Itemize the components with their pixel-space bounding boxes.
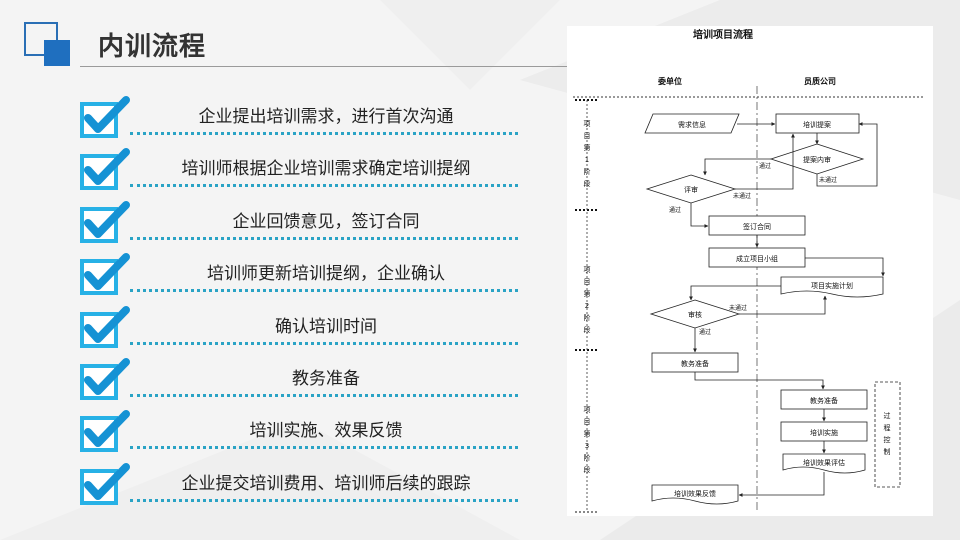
svg-text:控: 控 (884, 435, 891, 444)
title-divider (80, 66, 906, 67)
step-underline (130, 393, 518, 397)
svg-text:段: 段 (584, 465, 591, 474)
svg-text:目: 目 (584, 418, 591, 426)
edge-label-pass: 通过 (759, 162, 771, 170)
svg-text:阶: 阶 (584, 313, 591, 322)
svg-text:签订合同: 签订合同 (743, 222, 771, 231)
step-underline (130, 446, 518, 450)
node-academic-prep-left: 教务准备 (651, 352, 739, 373)
svg-text:第: 第 (584, 429, 591, 438)
svg-text:第: 第 (584, 143, 591, 152)
step-text: 企业提交培训费用、培训师后续的跟踪 (181, 473, 471, 494)
svg-text:程: 程 (884, 423, 891, 432)
checkbox-check-icon (80, 200, 130, 243)
step-underline (130, 236, 518, 240)
step-underline (130, 498, 518, 502)
step-item: 企业回馈意见，签订合同 (80, 197, 520, 249)
svg-text:评审: 评审 (684, 185, 698, 194)
node-academic-prep-right: 教务准备 (780, 389, 868, 410)
process-control-box: 过 程 控 制 (874, 381, 901, 488)
step-underline (130, 184, 518, 188)
step-underline (130, 132, 518, 135)
lane-label-right: 员质公司 (804, 76, 836, 86)
phase-1-label: 项 目 第 1 阶 段 (584, 120, 591, 188)
svg-text:过: 过 (884, 411, 891, 420)
svg-text:段: 段 (584, 325, 591, 334)
step-text: 企业提出培训需求，进行首次沟通 (198, 107, 454, 127)
edge-label-pass: 通过 (699, 328, 711, 336)
svg-text:项: 项 (584, 406, 591, 414)
checkbox-check-icon (80, 305, 130, 348)
svg-text:制: 制 (884, 447, 891, 456)
svg-text:培训效果反馈: 培训效果反馈 (674, 489, 716, 498)
checkbox-check-icon (80, 148, 130, 191)
step-item: 培训实施、效果反馈 (80, 406, 520, 458)
svg-text:阶: 阶 (584, 453, 591, 462)
checkbox-check-icon (80, 253, 130, 296)
step-list: 企业提出培训需求，进行首次沟通 培训师根据企业培训需求确定培训提纲 企业回馈意见… (80, 92, 520, 511)
step-text: 确认培训时间 (275, 316, 377, 337)
logo-square-filled (44, 40, 70, 66)
svg-text:段: 段 (584, 179, 591, 188)
svg-text:第: 第 (584, 289, 591, 298)
flowchart-background (567, 26, 933, 516)
svg-text:项: 项 (584, 120, 591, 128)
svg-text:2: 2 (585, 302, 589, 310)
logo-square-outline (24, 22, 58, 56)
node-training-implementation: 培训实施 (780, 421, 868, 442)
node-sign-contract: 签订合同 (708, 215, 806, 236)
edge-label-fail: 未通过 (819, 176, 837, 184)
node-form-project-team: 成立项目小组 (708, 247, 806, 268)
step-text: 培训师更新培训提纲，企业确认 (207, 264, 445, 285)
svg-text:培训效果评估: 培训效果评估 (803, 458, 845, 467)
svg-text:项目实施计划: 项目实施计划 (811, 281, 853, 290)
node-project-implementation-plan: 项目实施计划 (780, 276, 884, 298)
checkbox-check-icon (80, 357, 130, 400)
svg-text:目: 目 (584, 278, 591, 286)
training-project-flowchart: 培训项目流程 委单位 员质公司 项 目 第 1 阶 段 项 目 第 2 阶 段 … (567, 26, 933, 516)
checkbox-check-icon (80, 410, 130, 453)
edge-label-fail: 未通过 (729, 304, 747, 312)
svg-text:提案内审: 提案内审 (803, 155, 831, 164)
node-demand-info: 需求信息 (644, 113, 740, 134)
lane-label-left: 委单位 (657, 76, 682, 86)
svg-text:成立项目小组: 成立项目小组 (736, 254, 778, 263)
step-item: 企业提交培训费用、培训师后续的跟踪 (80, 459, 520, 511)
svg-text:目: 目 (584, 132, 591, 140)
flowchart-title: 培训项目流程 (693, 28, 753, 41)
step-underline (130, 341, 518, 345)
node-training-effect-feedback: 培训效果反馈 (651, 484, 739, 505)
step-item: 培训师根据企业培训需求确定培训提纲 (80, 144, 520, 196)
svg-text:需求信息: 需求信息 (678, 120, 706, 129)
node-training-effect-evaluation: 培训效果评估 (782, 453, 866, 474)
svg-text:审核: 审核 (688, 310, 702, 319)
svg-text:1: 1 (585, 156, 589, 164)
checkbox-check-icon (80, 462, 130, 505)
step-item: 企业提出培训需求，进行首次沟通 (80, 92, 520, 144)
svg-text:3: 3 (585, 442, 589, 450)
edge-label-pass: 通过 (669, 206, 681, 214)
checkbox-check-icon (80, 96, 130, 138)
svg-text:培训提案: 培训提案 (803, 120, 831, 129)
step-text: 企业回馈意见，签订合同 (232, 211, 420, 232)
step-text: 培训实施、效果反馈 (249, 421, 403, 442)
step-item: 教务准备 (80, 354, 520, 406)
step-text: 教务准备 (292, 368, 360, 389)
svg-text:项: 项 (584, 266, 591, 274)
edge-label-fail: 未通过 (733, 192, 751, 200)
svg-text:教务准备: 教务准备 (681, 359, 709, 368)
node-training-proposal: 培训提案 (775, 113, 860, 134)
page-title: 内训流程 (98, 32, 207, 62)
phase-3-label: 项 目 第 3 阶 段 (584, 406, 591, 474)
phase-2-label: 项 目 第 2 阶 段 (584, 266, 591, 334)
step-item: 确认培训时间 (80, 302, 520, 354)
step-text: 培训师根据企业培训需求确定培训提纲 (181, 159, 471, 180)
svg-text:培训实施: 培训实施 (810, 428, 838, 437)
step-item: 培训师更新培训提纲，企业确认 (80, 249, 520, 301)
svg-text:阶: 阶 (584, 167, 591, 176)
svg-text:教务准备: 教务准备 (810, 396, 838, 405)
step-underline (130, 289, 518, 293)
